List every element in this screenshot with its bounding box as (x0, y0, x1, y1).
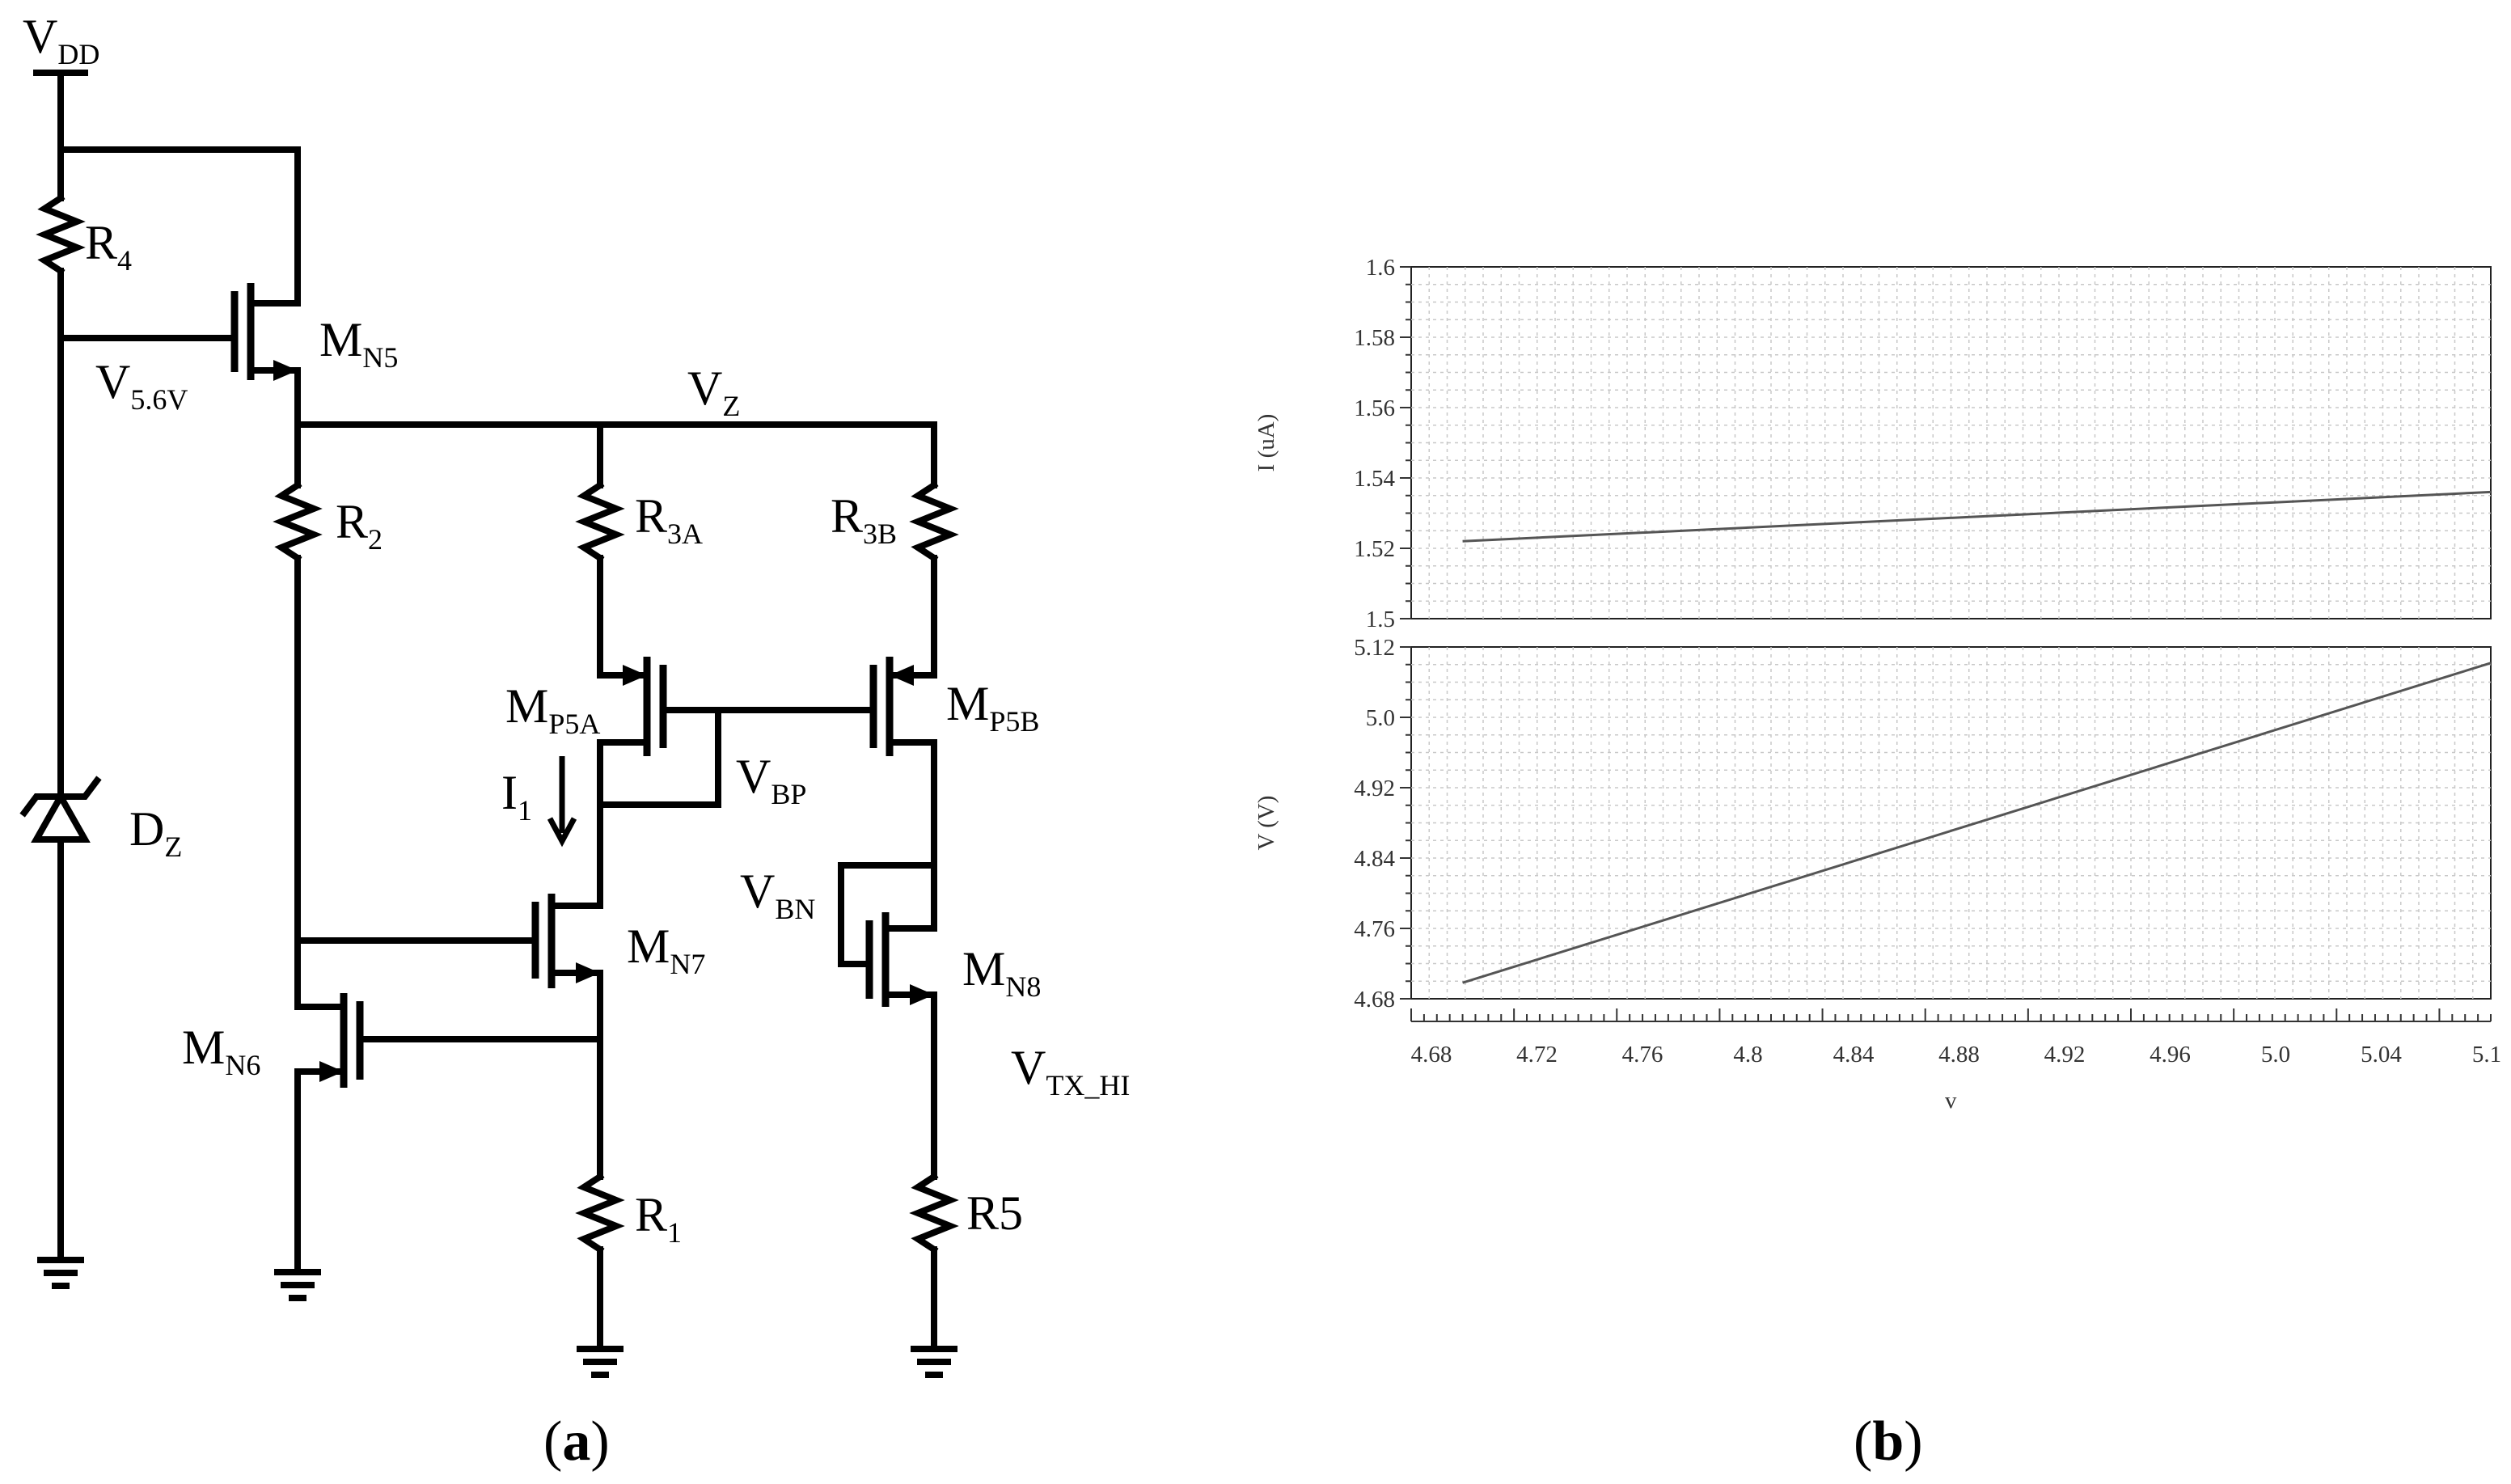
x-tick-label: 4.72 (1516, 1042, 1558, 1068)
y-tick-label: 4.68 (1354, 987, 1395, 1013)
mn8-arrow (910, 984, 934, 1005)
y-tick-label: 1.5 (1366, 607, 1395, 632)
y-tick-label: 5.12 (1354, 635, 1395, 661)
r1-resistor (575, 1172, 625, 1254)
y-axis-label: V (V) (1253, 796, 1279, 851)
mn6-arrow (319, 1061, 344, 1082)
x-tick-label: 4.68 (1411, 1042, 1452, 1068)
ground-icon-4 (911, 1346, 957, 1378)
zener-diode (31, 789, 91, 843)
label-mn6: MN6 (182, 1021, 260, 1081)
y-tick-label: 1.56 (1354, 395, 1395, 421)
plots-panel: 1.6 1.58 1.56 1.54 1.52 1.5 I (uA) 5.12 5.0 4.92… (1253, 255, 2501, 1473)
r3b-resistor (909, 480, 959, 563)
mn7-arrow (576, 962, 600, 983)
plot-voltage: 5.12 5.0 4.92 4.84 4.76 4.68 V (V) 4.68 4.72 4.76… (1253, 635, 2501, 1068)
y-tick-label: 1.6 (1366, 255, 1395, 281)
y-axis-label: I (uA) (1253, 414, 1279, 472)
x-tick-label: 4.76 (1622, 1042, 1663, 1068)
label-r4: R4 (85, 216, 132, 277)
r5-resistor (909, 1172, 959, 1254)
label-vbn: VBN (740, 865, 815, 925)
x-tick-label: 5.04 (2361, 1042, 2402, 1068)
plot-current: 1.6 1.58 1.56 1.54 1.52 1.5 I (uA) (1253, 255, 2492, 632)
label-r3a: R3A (635, 489, 703, 550)
x-tick-label: 5.1 (2472, 1042, 2501, 1068)
ground-icon-1 (37, 1257, 84, 1289)
label-v5.6v: V5.6V (95, 355, 188, 416)
label-vtx-hi: VTX_HI (1011, 1041, 1130, 1101)
label-mn8: MN8 (962, 942, 1041, 1003)
series-line-current (1462, 490, 2492, 543)
label-mp5a: MP5A (505, 679, 600, 740)
mn5-arrow (273, 360, 298, 381)
y-tick-label: 4.76 (1354, 916, 1395, 942)
mp5a-arrow (623, 665, 647, 686)
x-tick-label: 4.8 (1733, 1042, 1762, 1068)
y-tick-label: 1.54 (1354, 466, 1395, 492)
ground-icon-2 (274, 1269, 321, 1301)
x-tick-label: 4.92 (2044, 1042, 2086, 1068)
label-mn7: MN7 (627, 920, 705, 980)
label-r2: R2 (336, 495, 383, 556)
r4-resistor (36, 193, 86, 276)
x-tick-label: 4.88 (1938, 1042, 1980, 1068)
r3a-resistor (575, 480, 625, 563)
label-vz: VZ (687, 361, 740, 422)
x-axis-label: v (1945, 1088, 1957, 1114)
label-mp5b: MP5B (946, 677, 1039, 738)
y-tick-label: 4.92 (1354, 776, 1395, 801)
x-tick-label: 5.0 (2261, 1042, 2290, 1068)
y-tick-label: 4.84 (1354, 846, 1395, 872)
label-mn5: MN5 (319, 313, 398, 374)
caption-a: (a) (543, 1410, 610, 1473)
mp5b-arrow (890, 665, 914, 686)
y-tick-label: 1.58 (1354, 325, 1395, 351)
label-r3b: R3B (831, 489, 897, 550)
label-vdd: VDD (23, 10, 99, 70)
series-line-voltage (1462, 662, 2492, 984)
zener-bar (19, 776, 102, 818)
label-vbp: VBP (736, 750, 806, 810)
label-r1: R1 (635, 1188, 682, 1249)
x-tick-label: 4.84 (1833, 1042, 1875, 1068)
i1-arrow-head (547, 817, 577, 848)
y-tick-label: 5.0 (1366, 705, 1395, 731)
y-tick-label: 1.52 (1354, 536, 1395, 562)
x-tick-label: 4.96 (2150, 1042, 2191, 1068)
ground-icon-3 (577, 1346, 624, 1378)
label-i1: I1 (501, 766, 532, 827)
caption-b: (b) (1854, 1410, 1923, 1473)
label-r5: R5 (966, 1186, 1023, 1240)
r2-resistor (273, 480, 323, 563)
circuit-schematic: VDD R4 MN5 V5.6V VZ R2 R3A R3B MP5A MP5B… (19, 10, 1130, 1473)
label-dz: DZ (129, 802, 182, 863)
